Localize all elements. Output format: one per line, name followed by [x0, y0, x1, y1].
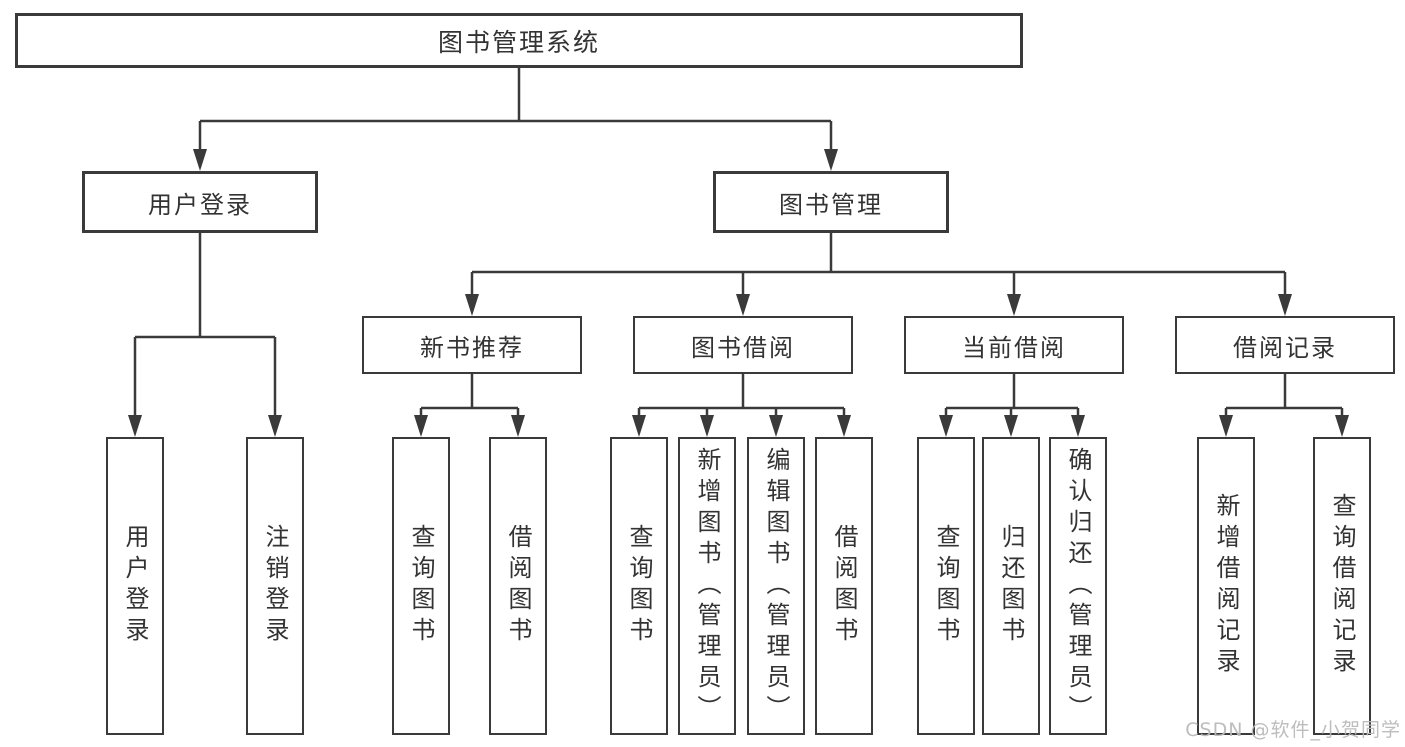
leaf-label: 用户登录: [121, 524, 149, 648]
node-user-login: 用户登录: [82, 171, 318, 233]
csdn-watermark: CSDN @软件_小贺同学: [1185, 719, 1401, 741]
leaf-query-books-borrow: 查询图书: [610, 437, 668, 735]
leaf-query-books-current: 查询图书: [917, 437, 975, 735]
leaf-label: 查询图书: [407, 524, 435, 648]
leaf-label: 编辑图书（管理员）: [762, 446, 790, 726]
leaf-user-login: 用户登录: [106, 437, 164, 735]
leaf-return-books: 归还图书: [982, 437, 1040, 735]
node-library-management-system: 图书管理系统: [15, 13, 1023, 68]
leaf-logout: 注销登录: [246, 437, 304, 735]
arrow-down-icons: [128, 149, 1349, 437]
leaf-label: 新增借阅记录: [1212, 493, 1240, 679]
leaf-confirm-return-admin: 确认归还（管理员）: [1049, 437, 1107, 735]
leaf-label: 新增图书（管理员）: [693, 446, 721, 726]
leaf-edit-books-admin: 编辑图书（管理员）: [747, 437, 805, 735]
leaf-label: 查询图书: [625, 524, 653, 648]
leaf-add-books-admin: 新增图书（管理员）: [678, 437, 736, 735]
leaf-label: 确认归还（管理员）: [1064, 446, 1092, 726]
node-current-borrow: 当前借阅: [904, 316, 1124, 374]
node-book-borrow: 图书借阅: [633, 316, 853, 374]
node-book-management: 图书管理: [713, 171, 949, 233]
leaf-label: 查询借阅记录: [1328, 493, 1356, 679]
leaf-label: 归还图书: [997, 524, 1025, 648]
leaf-borrow-books-recommend: 借阅图书: [489, 437, 547, 735]
leaf-query-borrow-record: 查询借阅记录: [1313, 437, 1371, 735]
leaf-borrow-books: 借阅图书: [815, 437, 873, 735]
node-new-book-recommend: 新书推荐: [362, 316, 582, 374]
leaf-query-books-recommend: 查询图书: [392, 437, 450, 735]
leaf-add-borrow-record: 新增借阅记录: [1197, 437, 1255, 735]
leaf-label: 借阅图书: [830, 524, 858, 648]
leaf-label: 借阅图书: [504, 524, 532, 648]
leaf-label: 查询图书: [932, 524, 960, 648]
leaf-label: 注销登录: [261, 524, 289, 648]
node-borrow-records: 借阅记录: [1175, 316, 1395, 374]
